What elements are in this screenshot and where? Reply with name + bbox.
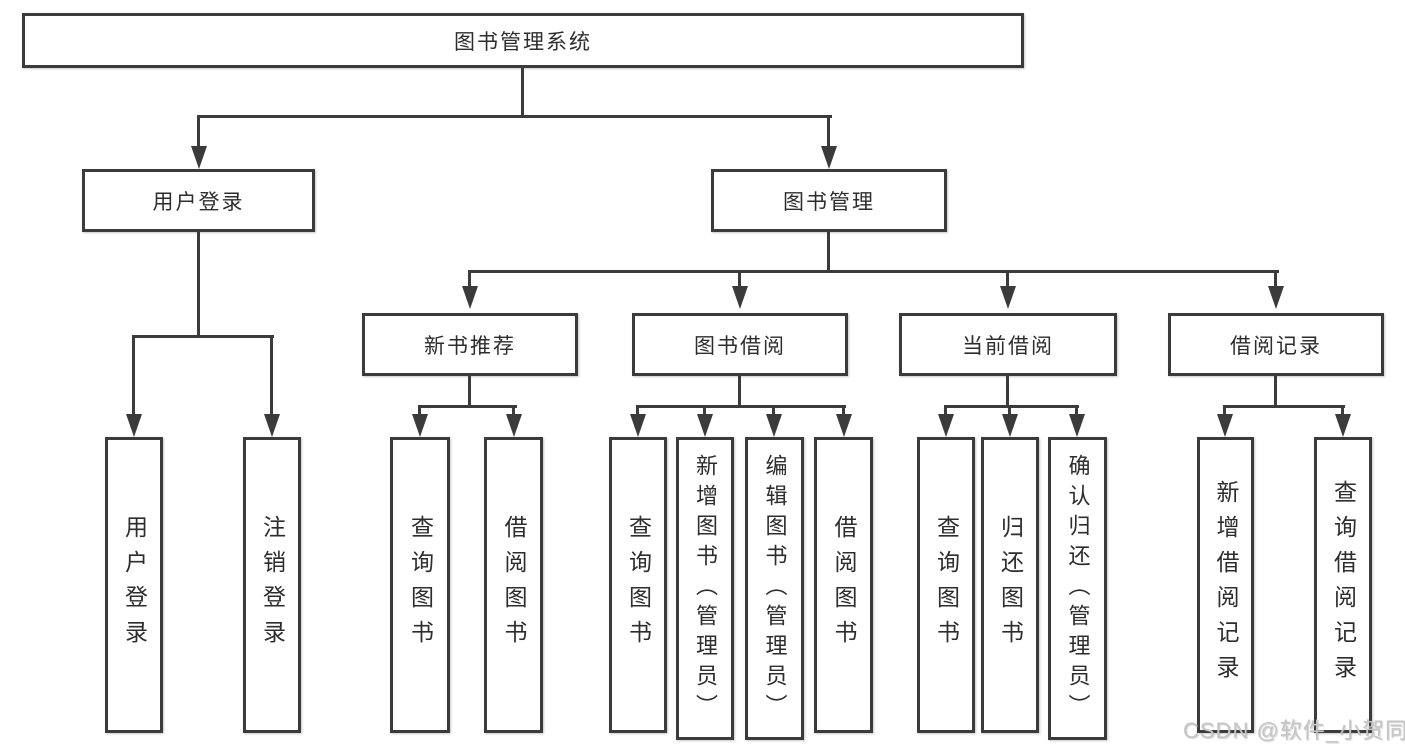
leaf-query-books-current: 查询图书 <box>917 437 975 733</box>
connector-line <box>197 115 832 118</box>
arrowhead-down-icon <box>836 414 852 437</box>
connector-line <box>827 115 830 151</box>
connector-line <box>1006 376 1009 408</box>
arrowhead-down-icon <box>630 414 646 437</box>
connector-line <box>827 232 830 273</box>
connector-line <box>1223 405 1345 408</box>
connector-line <box>944 405 947 417</box>
leaf-query-books-borrowing: 查询图书 <box>609 437 667 733</box>
arrowhead-down-icon <box>1217 414 1233 437</box>
connector-line <box>1274 376 1277 408</box>
connector-line <box>270 335 273 417</box>
connector-line <box>772 405 775 417</box>
connector-line <box>842 405 845 417</box>
leaf-add-borrow-record: 新增借阅记录 <box>1197 437 1254 733</box>
connector-line <box>738 376 741 408</box>
leaf-logout: 注销登录 <box>243 437 301 733</box>
arrowhead-down-icon <box>821 146 837 169</box>
connector-line <box>738 270 741 288</box>
node-book-management-system: 图书管理系统 <box>22 13 1024 68</box>
arrowhead-down-icon <box>126 414 142 437</box>
connector-line <box>944 405 1079 408</box>
connector-line <box>418 405 517 408</box>
node-book-borrowing: 图书借阅 <box>632 313 848 376</box>
leaf-query-borrow-record: 查询借阅记录 <box>1314 437 1372 733</box>
connector-line <box>197 115 200 151</box>
node-book-management: 图书管理 <box>711 169 947 232</box>
connector-line <box>1274 270 1277 288</box>
connector-line <box>521 68 524 118</box>
arrowhead-down-icon <box>938 414 954 437</box>
connector-line <box>468 270 1279 273</box>
node-borrowing-records: 借阅记录 <box>1168 313 1384 376</box>
arrowhead-down-icon <box>697 414 713 437</box>
leaf-add-books-admin: 新增图书（管理员） <box>676 437 734 740</box>
arrowhead-down-icon <box>732 286 748 309</box>
leaf-user-login: 用户登录 <box>105 437 163 733</box>
leaf-confirm-return-admin: 确认归还（管理员） <box>1048 437 1107 740</box>
connector-line <box>636 405 846 408</box>
connector-line <box>197 232 200 338</box>
connector-line <box>1006 270 1009 288</box>
connector-line <box>132 335 135 417</box>
leaf-return-books: 归还图书 <box>981 437 1039 733</box>
connector-line <box>512 405 515 417</box>
connector-line <box>468 270 471 288</box>
connector-line <box>418 405 421 417</box>
arrowhead-down-icon <box>766 414 782 437</box>
arrowhead-down-icon <box>1268 286 1284 309</box>
arrowhead-down-icon <box>506 414 522 437</box>
leaf-borrow-books-borrowing: 借阅图书 <box>814 437 873 733</box>
arrowhead-down-icon <box>412 414 428 437</box>
node-current-borrowing: 当前借阅 <box>899 313 1117 376</box>
arrowhead-down-icon <box>1002 414 1018 437</box>
arrowhead-down-icon <box>1335 414 1351 437</box>
leaf-query-books-recommend: 查询图书 <box>390 437 450 733</box>
connector-line <box>468 376 471 408</box>
watermark: CSDN @软件_小贺同学 <box>1183 718 1405 743</box>
arrowhead-down-icon <box>1069 414 1085 437</box>
connector-line <box>1008 405 1011 417</box>
node-user-login: 用户登录 <box>82 169 315 232</box>
connector-line <box>1223 405 1226 417</box>
leaf-edit-books-admin: 编辑图书（管理员） <box>745 437 804 740</box>
leaf-borrow-books-recommend: 借阅图书 <box>484 437 543 733</box>
connector-line <box>1341 405 1344 417</box>
connector-line <box>132 335 274 338</box>
arrowhead-down-icon <box>264 414 280 437</box>
node-new-book-recommend: 新书推荐 <box>362 313 578 376</box>
arrowhead-down-icon <box>191 146 207 169</box>
connector-line <box>1075 405 1078 417</box>
arrowhead-down-icon <box>1000 286 1016 309</box>
arrowhead-down-icon <box>462 286 478 309</box>
connector-line <box>636 405 639 417</box>
connector-line <box>703 405 706 417</box>
